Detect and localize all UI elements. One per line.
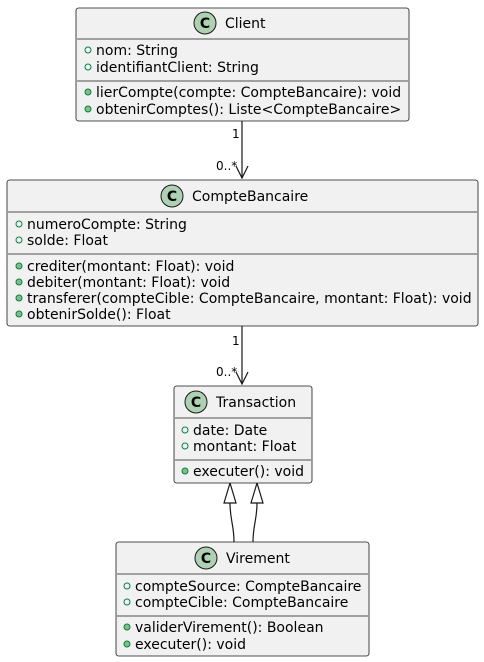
class-name-comptebancaire: CompteBancaire: [192, 189, 308, 205]
class-badge-icon: C: [160, 184, 184, 208]
svg-text:nom: String: nom: String: [96, 43, 178, 59]
svg-text:executer(): void: executer(): void: [135, 637, 246, 653]
attribute-row: nom: String: [84, 43, 178, 59]
svg-text:identifiantClient: String: identifiantClient: String: [96, 60, 259, 76]
attribute-row: compteSource: CompteBancaire: [123, 579, 361, 595]
attribute-row: montant: Float: [181, 439, 297, 455]
svg-text:date: Date: date: Date: [193, 423, 267, 439]
multiplicity-compte-source: 1: [232, 334, 240, 348]
method-row: crediter(montant: Float): void: [15, 259, 234, 275]
generalization-virement-transaction-right: [250, 480, 264, 543]
svg-text:montant: Float: montant: Float: [193, 439, 297, 455]
method-row: transferer(compteCible: CompteBancaire, …: [15, 291, 472, 307]
attribute-row: numeroCompte: String: [15, 217, 187, 233]
svg-text:numeroCompte: String: numeroCompte: String: [27, 217, 187, 233]
class-comptebancaire[interactable]: C CompteBancaire numeroCompte: String so…: [6, 179, 479, 327]
svg-text:compteCible: CompteBancaire: compteCible: CompteBancaire: [135, 595, 348, 611]
multiplicity-client-source: 1: [232, 127, 240, 141]
svg-text:C: C: [191, 395, 201, 411]
attribute-row: compteCible: CompteBancaire: [123, 595, 348, 611]
svg-text:crediter(montant: Float): void: crediter(montant: Float): void: [27, 259, 234, 275]
svg-text:obtenirComptes(): Liste<Compte: obtenirComptes(): Liste<CompteBancaire>: [96, 102, 401, 118]
class-virement[interactable]: C Virement compteSource: CompteBancaire …: [115, 541, 370, 657]
class-name-virement: Virement: [226, 551, 290, 567]
svg-text:C: C: [201, 551, 211, 567]
svg-text:obtenirSolde(): Float: obtenirSolde(): Float: [27, 307, 171, 323]
method-row: validerVirement(): Boolean: [123, 620, 324, 636]
attribute-row: solde: Float: [15, 233, 109, 249]
attribute-row: date: Date: [181, 423, 267, 439]
svg-text:lierCompte(compte: CompteBanca: lierCompte(compte: CompteBancaire): void: [96, 85, 401, 101]
svg-text:transferer(compteCible: Compte: transferer(compteCible: CompteBancaire, …: [27, 291, 472, 307]
svg-text:C: C: [167, 189, 177, 205]
method-row: executer(): void: [181, 464, 304, 480]
class-badge-icon: C: [194, 546, 218, 570]
generalization-virement-transaction-left: [223, 480, 237, 543]
method-row: executer(): void: [123, 637, 246, 653]
svg-text:validerVirement(): Boolean: validerVirement(): Boolean: [135, 620, 324, 636]
class-transaction[interactable]: C Transaction date: Date montant: Float …: [173, 385, 313, 484]
svg-text:executer(): void: executer(): void: [193, 464, 304, 480]
attribute-row: identifiantClient: String: [84, 60, 259, 76]
method-row: obtenirSolde(): Float: [15, 307, 171, 323]
class-name-client: Client: [225, 16, 266, 32]
class-name-transaction: Transaction: [215, 395, 296, 411]
class-client[interactable]: C Client nom: String identifiantClient: …: [75, 7, 410, 122]
association-comptebancaire-transaction: 1 0..*: [216, 326, 249, 386]
multiplicity-client-target: 0..*: [216, 159, 237, 173]
svg-text:C: C: [200, 16, 210, 32]
class-badge-icon: C: [184, 390, 208, 414]
svg-text:solde: Float: solde: Float: [27, 233, 109, 249]
svg-text:compteSource: CompteBancaire: compteSource: CompteBancaire: [135, 579, 361, 595]
multiplicity-compte-target: 0..*: [216, 365, 237, 379]
svg-text:debiter(montant: Float): void: debiter(montant: Float): void: [27, 275, 230, 291]
method-row: obtenirComptes(): Liste<CompteBancaire>: [84, 102, 401, 118]
method-row: debiter(montant: Float): void: [15, 275, 230, 291]
association-client-comptebancaire: 1 0..*: [216, 121, 249, 180]
class-badge-icon: C: [193, 11, 217, 35]
method-row: lierCompte(compte: CompteBancaire): void: [84, 85, 401, 101]
